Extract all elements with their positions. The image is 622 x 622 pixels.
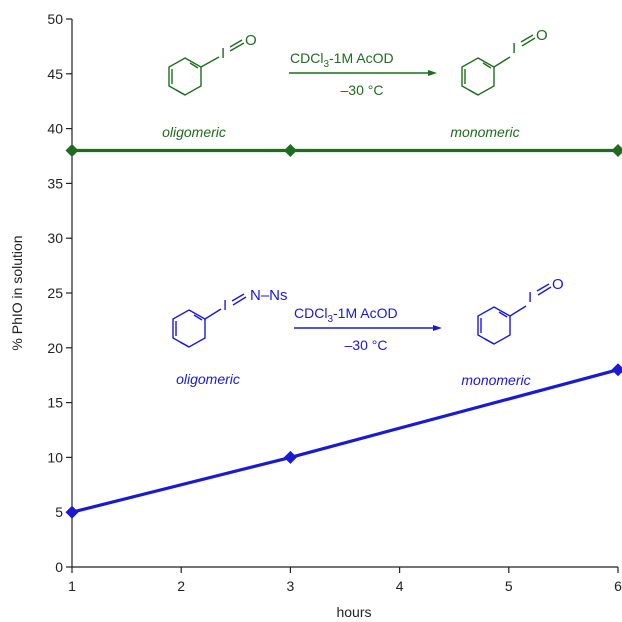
condition-top: CDCl3-1M AcOD — [290, 50, 394, 70]
label-oligomeric-top: oligomeric — [162, 124, 226, 140]
data-point — [283, 450, 297, 464]
i-o-bond-bottom-right-2 — [537, 286, 552, 296]
atom-i-bottom-left: I — [223, 297, 227, 314]
y-tick-label: 50 — [47, 11, 63, 27]
label-oligomeric-bottom: oligomeric — [176, 371, 240, 387]
data-point — [611, 363, 622, 377]
benzene-ring-bottom-right — [477, 305, 527, 345]
temperature-top: –30 °C — [341, 82, 384, 98]
y-tick-label: 40 — [47, 121, 63, 137]
scheme-top — [168, 34, 536, 96]
y-axis-title: % PhIO in solution — [9, 235, 25, 350]
x-tick-label: 2 — [177, 578, 185, 594]
benzene-ring-top-right — [461, 56, 511, 96]
x-ticks: 1 2 3 4 5 6 — [68, 567, 622, 594]
y-ticks: 0 5 10 15 20 25 30 35 40 45 50 — [47, 11, 72, 575]
scheme-bottom-text: I N–Ns I O CDCl3-1M AcOD –30 °C oligomer… — [176, 276, 564, 388]
x-tick-label: 5 — [505, 578, 513, 594]
benzene-ring-top-left — [168, 56, 220, 96]
axes — [71, 19, 618, 568]
i-o-bond-top-left-2 — [229, 42, 245, 52]
x-tick-label: 1 — [68, 578, 76, 594]
data-point — [611, 144, 622, 158]
data-point — [65, 505, 79, 519]
temperature-bottom: –30 °C — [345, 337, 388, 353]
i-n-bond-bottom-left — [231, 293, 245, 302]
data-point — [65, 144, 79, 158]
i-o-bond-top-right — [520, 34, 534, 43]
atom-o-top-right: O — [536, 27, 548, 44]
i-o-bond-bottom-right — [536, 283, 550, 292]
i-o-bond-top-right-2 — [521, 37, 536, 47]
arrow-bottom-head — [433, 325, 442, 331]
x-axis-title: hours — [336, 604, 371, 620]
series-layer — [65, 144, 622, 519]
condition-bottom: CDCl3-1M AcOD — [294, 305, 398, 325]
benzene-ring-bottom-left — [172, 308, 222, 348]
y-tick-label: 45 — [47, 66, 63, 82]
y-tick-label: 35 — [47, 175, 63, 191]
atom-o-bottom-right: O — [552, 276, 564, 293]
arrow-top-head — [428, 70, 437, 76]
atom-n-ns-bottom-left: N–Ns — [250, 287, 288, 304]
y-tick-label: 30 — [47, 230, 63, 246]
y-tick-label: 10 — [47, 449, 63, 465]
label-monomeric-bottom: monomeric — [461, 372, 530, 388]
scheme-top-text: I O I O CDCl3-1M AcOD –30 °C oligomeric … — [162, 27, 548, 140]
x-tick-label: 4 — [396, 578, 404, 594]
label-monomeric-top: monomeric — [450, 124, 519, 140]
scheme-bottom — [172, 283, 552, 348]
y-tick-label: 15 — [47, 395, 63, 411]
series-line-1 — [71, 368, 619, 514]
y-tick-label: 25 — [47, 285, 63, 301]
i-n-bond-bottom-left-2 — [232, 296, 247, 306]
y-tick-label: 5 — [55, 504, 63, 520]
atom-o-top-left: O — [245, 32, 257, 49]
atom-i-top-left: I — [221, 45, 225, 62]
data-point — [283, 144, 297, 158]
x-tick-label: 3 — [287, 578, 295, 594]
i-o-bond-top-left — [229, 39, 243, 48]
y-tick-label: 0 — [55, 559, 63, 575]
y-tick-label: 20 — [47, 340, 63, 356]
x-tick-label: 6 — [614, 578, 622, 594]
atom-i-bottom-right: I — [528, 289, 532, 306]
atom-i-top-right: I — [512, 40, 516, 57]
